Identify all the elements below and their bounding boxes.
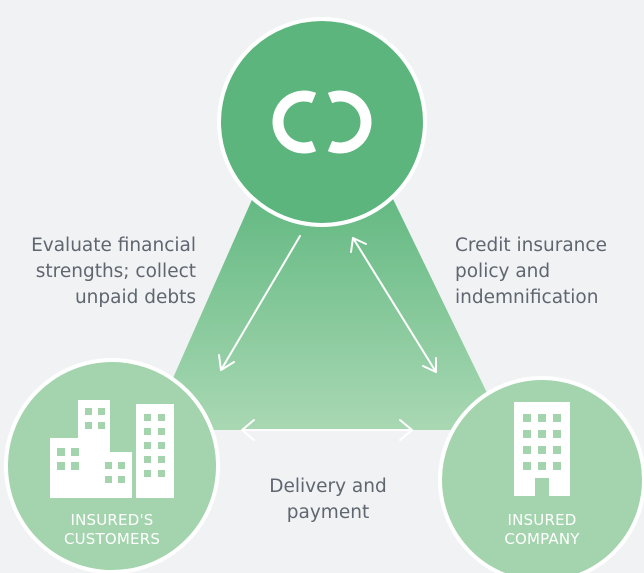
- label-line: Delivery and: [269, 476, 387, 497]
- window-grid: [57, 408, 165, 483]
- office-buildings-icon: [50, 400, 174, 498]
- label-line: policy and: [455, 261, 551, 282]
- relationship-triangle: [150, 168, 505, 430]
- arrow-to-customers: [218, 235, 301, 371]
- label-line: INSURED'S: [70, 511, 154, 529]
- delivery-payment-label: Delivery and payment: [228, 474, 428, 526]
- label-line: strengths; collect: [35, 261, 196, 282]
- label-line: CUSTOMERS: [63, 530, 161, 548]
- credit-insurance-label: Credit insurance policy and indemnificat…: [455, 233, 607, 311]
- label-line: unpaid debts: [74, 287, 196, 308]
- office-tower-icon: [514, 402, 570, 496]
- label-line: Evaluate financial: [31, 235, 196, 256]
- company-node: [438, 376, 644, 573]
- label-line: COMPANY: [504, 530, 580, 548]
- label-line: indemnification: [455, 287, 599, 308]
- customers-node: [4, 358, 220, 573]
- company-node-label: INSURED COMPANY: [492, 511, 592, 549]
- top-node: [217, 17, 427, 227]
- cc-logo-icon: [272, 90, 372, 154]
- label-line: Credit insurance: [455, 235, 607, 256]
- customers-node-label: INSURED'S CUSTOMERS: [62, 511, 162, 549]
- evaluate-debts-label: Evaluate financial strengths; collect un…: [31, 233, 196, 311]
- label-line: payment: [286, 502, 370, 523]
- arrow-customers-company: [241, 419, 413, 441]
- label-line: INSURED: [507, 511, 577, 529]
- arrow-top-company: [350, 237, 437, 373]
